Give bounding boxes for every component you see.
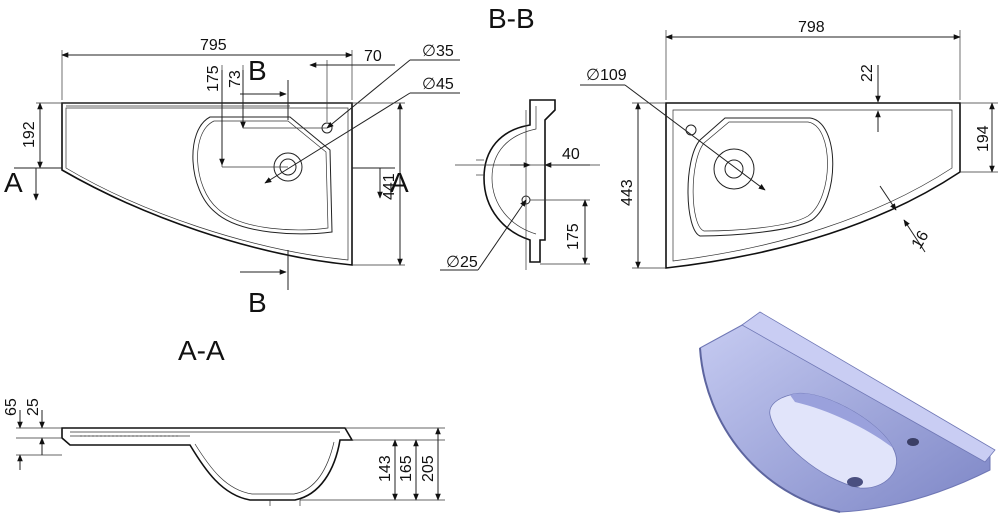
hole-35: ∅35 — [422, 43, 454, 60]
hole-109: ∅109 — [586, 67, 627, 84]
dim-192: 192 — [21, 121, 38, 148]
section-a-right: A — [390, 167, 409, 198]
section-aa: A-A 65 25 143 165 205 — [3, 335, 445, 506]
dim-443: 443 — [619, 179, 636, 206]
dim-175-bb: 175 — [565, 223, 582, 250]
dim-441: 441 — [381, 173, 398, 200]
dim-65: 65 — [3, 398, 20, 416]
dim-40: 40 — [562, 146, 580, 163]
section-b-bottom: B — [248, 287, 267, 318]
sink-3d-render — [699, 311, 996, 513]
dim-73: 73 — [227, 70, 244, 88]
drain-25: ∅25 — [446, 254, 478, 271]
hole-45: ∅45 — [422, 76, 454, 93]
section-a-left: A — [4, 167, 23, 198]
dim-175: 175 — [205, 65, 222, 92]
bottom-view: ∅109 798 22 194 443 16 — [580, 19, 998, 269]
section-b-top: B — [248, 55, 267, 86]
top-view: 795 70 ∅35 ∅45 175 73 192 441 — [4, 37, 460, 318]
sink-backsplash — [741, 311, 996, 463]
dim-165: 165 — [398, 455, 415, 482]
section-aa-title: A-A — [178, 335, 225, 366]
dim-798: 798 — [798, 19, 825, 36]
dim-16: 16 — [909, 228, 933, 252]
dim-25: 25 — [25, 398, 42, 416]
dim-22: 22 — [859, 64, 876, 82]
dim-795: 795 — [200, 37, 227, 54]
drain-hole — [847, 477, 863, 487]
dim-194: 194 — [975, 125, 992, 152]
dim-143: 143 — [377, 455, 394, 482]
tap-hole — [907, 438, 919, 446]
dim-205: 205 — [420, 455, 437, 482]
section-bb: B-B 40 175 ∅25 — [440, 3, 600, 271]
section-bb-title: B-B — [488, 3, 535, 34]
sink-basin-shadow — [790, 393, 893, 448]
sink-front-edge — [699, 347, 841, 513]
dim-70: 70 — [364, 48, 382, 65]
